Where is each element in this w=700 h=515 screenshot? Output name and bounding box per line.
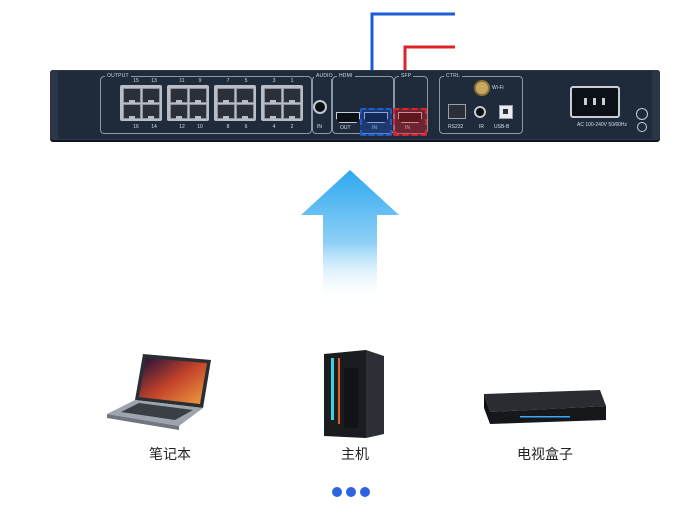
port-number: 4 xyxy=(272,124,276,130)
rj45-port xyxy=(189,104,207,119)
audio-label: AUDIO xyxy=(314,73,335,79)
ctrl-section: CTRL xyxy=(439,73,523,134)
usb-label: USB-B xyxy=(494,124,510,130)
upward-arrow-icon xyxy=(301,170,399,303)
wifi-antenna-icon xyxy=(474,80,490,96)
port-number: 9 xyxy=(198,78,202,84)
port-number: 5 xyxy=(244,78,248,84)
power-label: AC 100-240V 50/60Hz xyxy=(577,122,628,128)
rj45-port xyxy=(170,104,188,119)
rj45-port xyxy=(142,88,160,103)
output-label: OUTPUT xyxy=(105,73,131,79)
carousel-dot[interactable] xyxy=(360,487,370,497)
ground-icon xyxy=(636,108,648,120)
rj45-port xyxy=(264,104,282,119)
ctrl-label: CTRL xyxy=(444,73,462,79)
port-number: 16 xyxy=(133,124,139,130)
sfp-in-port xyxy=(398,112,422,123)
usb-b-port xyxy=(499,105,513,119)
rj45-group xyxy=(261,85,303,121)
device-label-desktop: 主机 xyxy=(341,446,369,462)
audio-in-label: IN xyxy=(317,124,322,130)
rj45-port xyxy=(142,104,160,119)
audio-section: AUDIO xyxy=(312,73,335,134)
rj45-port xyxy=(217,88,235,103)
port-number: 11 xyxy=(179,78,185,84)
hdmi-out-label: OUT xyxy=(340,125,351,131)
port-number: 6 xyxy=(244,124,248,130)
port-number: 15 xyxy=(133,78,139,84)
rj45-group xyxy=(120,85,162,121)
carousel-dot[interactable] xyxy=(346,487,356,497)
rj45-port xyxy=(123,88,141,103)
laptop-icon xyxy=(107,354,211,430)
rs232-port xyxy=(448,104,466,119)
carousel-dot[interactable] xyxy=(332,487,342,497)
rs232-label: RS232 xyxy=(448,124,464,130)
ir-label: IR xyxy=(479,124,484,130)
hdmi-label: HDMI xyxy=(337,73,355,79)
rj45-port xyxy=(236,88,254,103)
rj45-port xyxy=(170,88,188,103)
screw-icon xyxy=(637,122,647,132)
port-number: 14 xyxy=(151,124,157,130)
tv-box-icon xyxy=(484,390,606,424)
rj45-port xyxy=(283,88,301,103)
port-number: 3 xyxy=(272,78,276,84)
hdmi-in-port xyxy=(364,112,388,123)
port-number: 10 xyxy=(197,124,203,130)
device-label-laptop: 笔记本 xyxy=(149,446,191,462)
hdmi-out-port xyxy=(336,112,360,123)
power-socket xyxy=(570,86,620,118)
sfp-section: SFP xyxy=(394,73,428,134)
rj45-port xyxy=(264,88,282,103)
port-number: 8 xyxy=(226,124,230,130)
ir-jack xyxy=(474,106,486,118)
port-number: 2 xyxy=(290,124,294,130)
hdmi-in-label: IN xyxy=(372,125,377,131)
desktop-tower-icon xyxy=(324,350,384,438)
rj45-port xyxy=(217,104,235,119)
rj45-port xyxy=(236,104,254,119)
output-section: OUTPUT xyxy=(100,73,312,134)
device-back-panel: OUTPUT 15 13 11 9 7 5 3 1 16 14 12 10 8 … xyxy=(50,70,660,140)
wifi-label: Wi-Fi xyxy=(492,85,504,91)
rj45-port xyxy=(189,88,207,103)
port-number: 12 xyxy=(179,124,185,130)
port-number: 1 xyxy=(290,78,294,84)
rj45-port xyxy=(283,104,301,119)
sfp-label: SFP xyxy=(399,73,414,79)
sfp-in-label: IN xyxy=(405,125,410,131)
port-number: 7 xyxy=(226,78,230,84)
hdmi-in-highlight xyxy=(360,108,392,136)
rj45-group xyxy=(167,85,209,121)
sfp-in-highlight xyxy=(393,108,427,136)
port-number: 13 xyxy=(151,78,157,84)
hdmi-section: HDMI xyxy=(332,73,394,134)
audio-in-jack xyxy=(313,100,327,114)
rj45-group xyxy=(214,85,256,121)
rj45-port xyxy=(123,104,141,119)
device-label-tv-box: 电视盒子 xyxy=(517,446,573,462)
